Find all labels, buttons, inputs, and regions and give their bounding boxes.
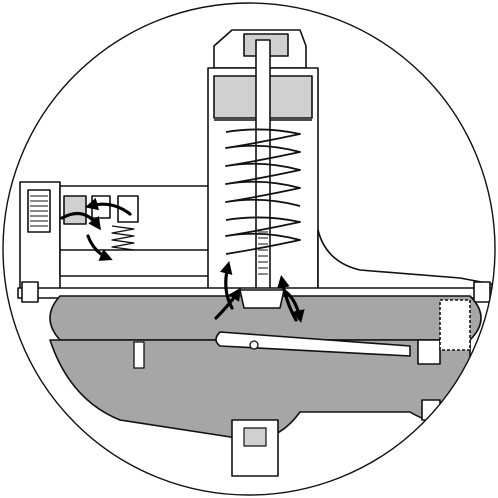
flow-arrow-icon <box>60 197 305 323</box>
stem-thread <box>258 231 268 275</box>
right-fitting <box>417 299 471 421</box>
inlet-body <box>19 181 211 291</box>
flange-bolt-right <box>473 281 491 303</box>
inlet-thread <box>30 195 48 227</box>
flange-bolt-left <box>21 281 39 303</box>
adjusting-spring-icon <box>225 128 301 255</box>
relief-spring-icon <box>111 225 135 251</box>
casing-shoulder <box>317 229 493 297</box>
valve-disc <box>239 289 285 309</box>
lever-icon <box>215 331 411 357</box>
